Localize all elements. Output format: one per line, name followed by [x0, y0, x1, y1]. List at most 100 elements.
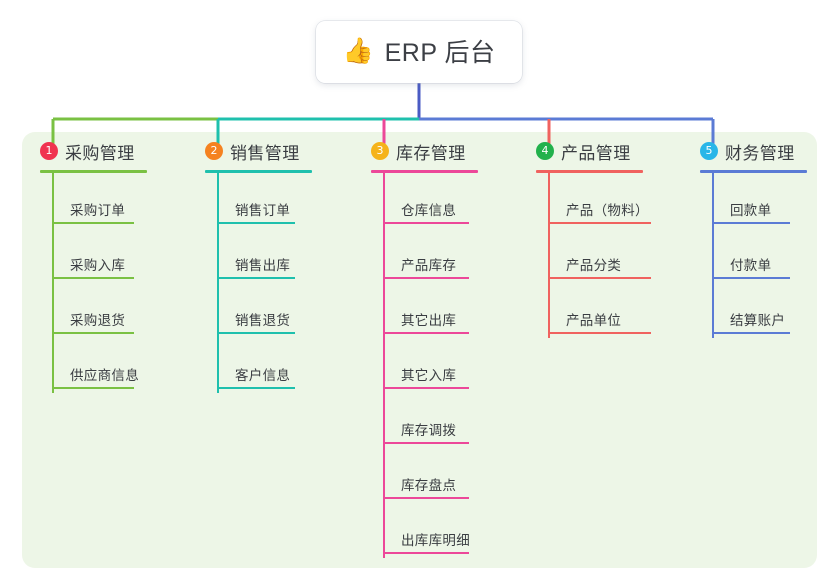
branch-item-label: 产品（物料）	[566, 203, 649, 218]
branch-item[interactable]: 其它出库	[371, 283, 478, 338]
branch-item-underline	[383, 552, 469, 554]
branch-title-1: 采购管理	[65, 143, 135, 163]
branch-column-4: 4 产品管理产品（物料） 产品分类产品单位	[536, 138, 651, 338]
branch-spine-1	[52, 173, 54, 393]
branch-column-2: 2 销售管理销售订单销售出库销售退货客户信息	[205, 138, 312, 393]
branch-item[interactable]: 采购订单	[40, 173, 147, 228]
branch-item[interactable]: 采购入库	[40, 228, 147, 283]
branch-badge-5: 5	[700, 142, 718, 160]
branch-item[interactable]: 产品分类	[536, 228, 651, 283]
branch-item-label: 采购退货	[70, 313, 126, 328]
branch-title-3: 库存管理	[396, 143, 466, 163]
branch-spine-5	[712, 173, 714, 338]
branch-items-1: 采购订单采购入库采购退货供应商信息	[40, 173, 147, 393]
branch-item-underline	[548, 277, 651, 279]
branch-title-2: 销售管理	[230, 143, 300, 163]
branch-item-underline	[52, 277, 134, 279]
root-node-content: 👍 ERP 后台	[342, 33, 495, 69]
branch-item-label: 其它出库	[401, 313, 457, 328]
branch-header-3[interactable]: 3 库存管理	[371, 138, 478, 164]
branch-column-1: 1 采购管理采购订单采购入库采购退货供应商信息	[40, 138, 147, 393]
branch-item-label: 出库库明细	[401, 533, 470, 548]
branch-item[interactable]: 其它入库	[371, 338, 478, 393]
branch-items-5: 回款单付款单结算账户	[700, 173, 807, 338]
branch-items-2: 销售订单销售出库销售退货客户信息	[205, 173, 312, 393]
branch-header-1[interactable]: 1 采购管理	[40, 138, 147, 164]
branch-item-underline	[52, 222, 134, 224]
branch-underline-2	[205, 170, 312, 173]
branch-item-underline	[217, 277, 295, 279]
branch-item-label: 产品单位	[566, 313, 622, 328]
branch-items-3: 仓库信息产品库存其它出库其它入库库存调拨库存盘点出库库明细	[371, 173, 478, 558]
branch-item-label: 结算账户	[730, 313, 786, 328]
branch-badge-4: 4	[536, 142, 554, 160]
branch-badge-1: 1	[40, 142, 58, 160]
branch-badge-2: 2	[205, 142, 223, 160]
branches-panel	[22, 132, 817, 568]
branch-item-label: 销售出库	[235, 258, 291, 273]
branch-item-label: 采购订单	[70, 203, 126, 218]
root-node[interactable]: 👍 ERP 后台	[316, 21, 522, 83]
branch-item-underline	[548, 332, 651, 334]
branch-item-underline	[217, 332, 295, 334]
branch-badge-3: 3	[371, 142, 389, 160]
branch-spine-3	[383, 173, 385, 558]
branch-item[interactable]: 销售出库	[205, 228, 312, 283]
branch-item-label: 回款单	[730, 203, 772, 218]
branch-item[interactable]: 付款单	[700, 228, 807, 283]
branch-items-4: 产品（物料） 产品分类产品单位	[536, 173, 651, 338]
branch-spine-2	[217, 173, 219, 393]
branch-item-underline	[217, 387, 295, 389]
branch-header-4[interactable]: 4 产品管理	[536, 138, 643, 164]
branch-item-label: 采购入库	[70, 258, 126, 273]
branch-item-underline	[52, 387, 134, 389]
branch-item-underline	[52, 332, 134, 334]
branch-title-5: 财务管理	[725, 143, 795, 163]
branch-item-label: 供应商信息	[70, 368, 139, 383]
branch-underline-3	[371, 170, 478, 173]
branch-item[interactable]: 仓库信息	[371, 173, 478, 228]
branch-underline-1	[40, 170, 147, 173]
branch-item[interactable]: 销售订单	[205, 173, 312, 228]
branch-item[interactable]: 出库库明细	[371, 503, 478, 558]
branch-item-underline	[383, 387, 469, 389]
branch-item-underline	[383, 497, 469, 499]
branch-item-underline	[712, 222, 790, 224]
branch-spine-4	[548, 173, 550, 338]
thumbs-up-icon: 👍	[342, 36, 374, 65]
branch-item-label: 付款单	[730, 258, 772, 273]
branch-item-label: 销售退货	[235, 313, 291, 328]
branch-item[interactable]: 结算账户	[700, 283, 807, 338]
branch-header-2[interactable]: 2 销售管理	[205, 138, 312, 164]
branch-title-4: 产品管理	[561, 143, 631, 163]
branch-item[interactable]: 产品（物料）	[536, 173, 651, 228]
branch-item-label: 其它入库	[401, 368, 457, 383]
branch-item[interactable]: 采购退货	[40, 283, 147, 338]
branch-item-label: 销售订单	[235, 203, 291, 218]
branch-item-label: 库存调拨	[401, 423, 457, 438]
branch-item-underline	[383, 442, 469, 444]
branch-underline-4	[536, 170, 643, 173]
branch-underline-5	[700, 170, 807, 173]
branch-item-label: 产品库存	[401, 258, 457, 273]
branch-item-underline	[712, 277, 790, 279]
branch-header-5[interactable]: 5 财务管理	[700, 138, 807, 164]
branch-item-underline	[217, 222, 295, 224]
root-title: ERP 后台	[384, 39, 496, 67]
branch-item-label: 库存盘点	[401, 478, 457, 493]
branch-item-underline	[383, 222, 469, 224]
branch-item[interactable]: 产品库存	[371, 228, 478, 283]
branch-item[interactable]: 库存调拨	[371, 393, 478, 448]
branch-item[interactable]: 客户信息	[205, 338, 312, 393]
branch-item-label: 客户信息	[235, 368, 291, 383]
branch-item[interactable]: 销售退货	[205, 283, 312, 338]
branch-item[interactable]: 库存盘点	[371, 448, 478, 503]
branch-column-3: 3 库存管理仓库信息产品库存其它出库其它入库库存调拨库存盘点出库库明细	[371, 138, 478, 558]
branch-item-label: 仓库信息	[401, 203, 457, 218]
branch-item[interactable]: 回款单	[700, 173, 807, 228]
branch-item[interactable]: 产品单位	[536, 283, 651, 338]
branch-column-5: 5 财务管理回款单付款单结算账户	[700, 138, 807, 338]
branch-item-underline	[548, 222, 651, 224]
branch-item[interactable]: 供应商信息	[40, 338, 147, 393]
